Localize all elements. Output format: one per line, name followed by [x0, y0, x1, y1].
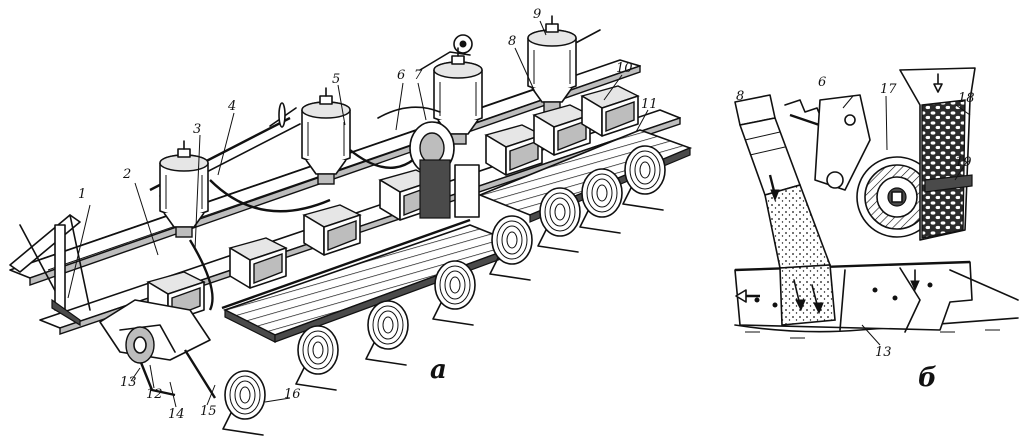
callout-a-9: 9 [533, 7, 541, 22]
callout-b-18: 18 [958, 91, 975, 106]
callout-a-4: 4 [227, 99, 236, 114]
callout-a-15: 15 [200, 404, 217, 419]
callout-a-7: 7 [414, 68, 423, 83]
callout-b-17: 17 [880, 82, 897, 97]
callout-a-14: 14 [168, 407, 185, 422]
callout-a-12: 12 [146, 387, 163, 402]
panel-label-b: б [918, 363, 937, 393]
callout-a-11: 11 [641, 97, 658, 112]
callout-a-2: 2 [122, 167, 131, 182]
callout-a-8: 8 [508, 34, 516, 49]
callout-a-10: 10 [616, 61, 633, 76]
callout-a-6: 6 [397, 68, 405, 83]
panel-label-a: а [430, 355, 447, 385]
panel-a-seeder-overview: 1 2 3 4 5 6 7 8 9 10 11 12 13 14 15 16 а [9, 7, 693, 436]
callout-a-13: 13 [120, 375, 137, 390]
callout-a-16: 16 [284, 387, 301, 402]
callout-a-5: 5 [332, 72, 340, 87]
panel-b-seed-tube-section: 8 6 17 18 19 13 б [734, 67, 1019, 393]
callout-b-19: 19 [955, 155, 972, 170]
callout-b-8: 8 [736, 89, 744, 104]
callout-b-6: 6 [818, 75, 826, 90]
callout-a-1: 1 [78, 187, 86, 202]
callout-a-3: 3 [193, 122, 201, 137]
callout-b-13: 13 [875, 345, 892, 360]
